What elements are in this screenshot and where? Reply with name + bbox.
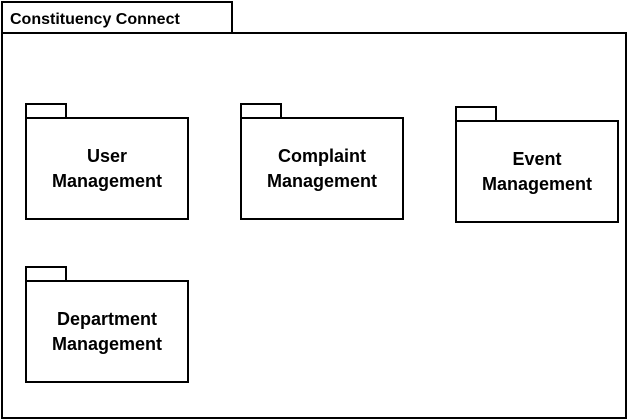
package-label-line2: Management: [482, 174, 592, 194]
package-label-line1: Event: [512, 149, 561, 169]
package-label-line2: Management: [52, 334, 162, 354]
package-event-management: Event Management: [455, 106, 619, 223]
package-tab: [240, 103, 282, 119]
frame-tab: [1, 1, 233, 34]
package-label-line2: Management: [267, 171, 377, 191]
package-label-line1: User: [87, 146, 127, 166]
package-label-line1: Complaint: [278, 146, 366, 166]
package-tab: [455, 106, 497, 122]
package-user-management: User Management: [25, 103, 189, 220]
package-body: [25, 280, 189, 383]
package-department-management: Department Management: [25, 266, 189, 383]
package-label-line2: Management: [52, 171, 162, 191]
package-tab: [25, 103, 67, 119]
package-tab: [25, 266, 67, 282]
package-complaint-management: Complaint Management: [240, 103, 404, 220]
package-body: [455, 120, 619, 223]
package-body: [240, 117, 404, 220]
package-body: [25, 117, 189, 220]
frame-title: Constituency Connect: [10, 11, 180, 28]
package-label-line1: Department: [57, 309, 157, 329]
